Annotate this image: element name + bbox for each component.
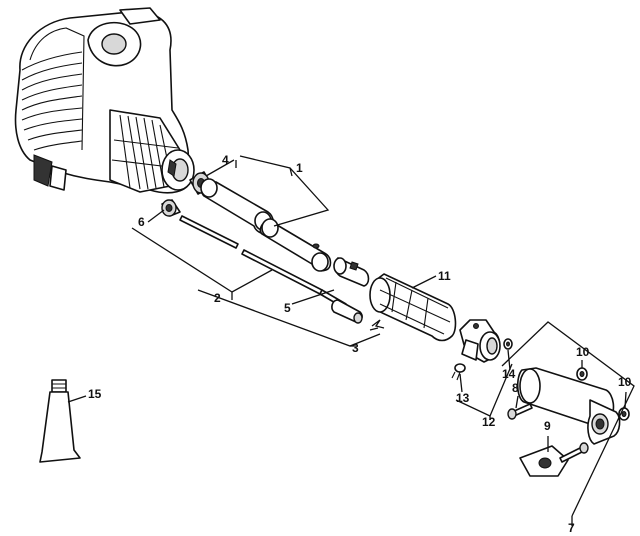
callout-8: 8 [512, 381, 519, 395]
part-3-circlip [369, 319, 385, 331]
part-sleeve [333, 257, 370, 287]
callout-4: 4 [222, 153, 229, 167]
callout-1: 1 [296, 161, 303, 175]
leader-lines [67, 155, 635, 526]
callout-5: 5 [284, 301, 291, 315]
part-14-nut [503, 338, 513, 350]
part-10-nut-upper [576, 367, 588, 381]
part-8-bolt [507, 403, 533, 420]
callout-15: 15 [88, 387, 102, 401]
callout-2: 2 [214, 291, 221, 305]
callout-labels: 1 2 3 4 5 6 7 8 9 10 10 11 12 13 14 15 [88, 153, 632, 535]
part-6-small-bushing [161, 199, 181, 217]
callout-7: 7 [568, 521, 575, 535]
part-1-drive-tube [200, 178, 332, 272]
callout-10-upper: 10 [576, 345, 590, 359]
callout-13: 13 [456, 391, 470, 405]
part-15-grease-tube [39, 379, 81, 463]
callout-3: 3 [352, 341, 359, 355]
part-11-handle-tube [369, 273, 457, 342]
callout-14: 14 [502, 367, 516, 381]
callout-10-right: 10 [618, 375, 632, 389]
callout-12: 12 [482, 415, 496, 429]
engine-housing [14, 7, 195, 194]
callout-11: 11 [438, 269, 451, 283]
part-9-wing-knob [519, 442, 589, 477]
callout-9: 9 [544, 419, 551, 433]
part-12-clamp [459, 319, 501, 363]
callout-6: 6 [138, 215, 145, 229]
part-7-handle [516, 367, 621, 445]
part-13-screw [451, 363, 466, 381]
part-5-shaft-end [331, 299, 363, 324]
